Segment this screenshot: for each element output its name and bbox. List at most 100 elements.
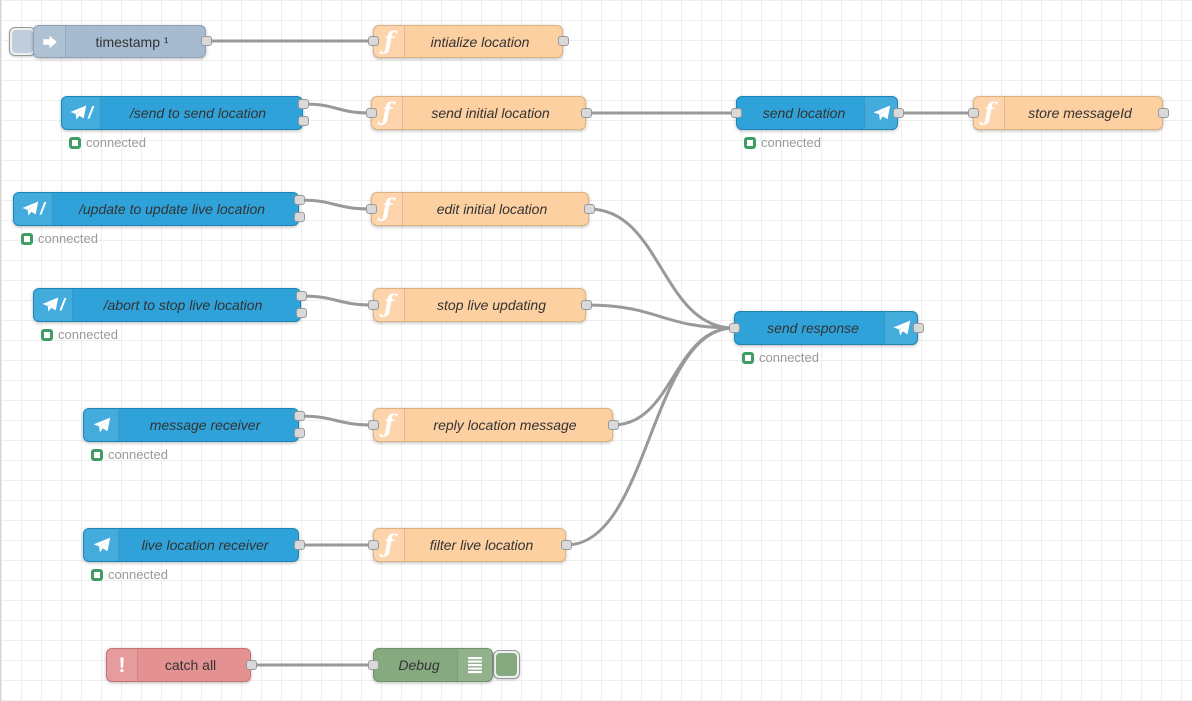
status-connected-icon [41, 328, 53, 341]
input-port[interactable] [730, 108, 742, 118]
node-telegram-sender-send-location[interactable]: send location [736, 96, 898, 130]
node-label: timestamp ¹ [95, 33, 169, 50]
node-status: connected [91, 447, 168, 462]
function-icon: ƒ [974, 97, 1005, 129]
output-port[interactable] [297, 99, 309, 109]
output-port[interactable] [912, 323, 924, 333]
output-port[interactable] [293, 411, 305, 421]
node-function-stop-live-updating[interactable]: ƒ stop live updating [373, 288, 586, 322]
node-telegram-command-send[interactable]: / /send to send location [61, 96, 303, 130]
inject-trigger-button[interactable] [9, 27, 36, 56]
node-label: send response [767, 320, 859, 336]
node-label: Debug [398, 657, 440, 673]
input-port[interactable] [728, 323, 740, 333]
output-port[interactable] [892, 108, 904, 118]
button-fill [12, 30, 33, 53]
debug-toggle-button[interactable] [493, 650, 520, 679]
wire[interactable] [564, 326, 736, 547]
paper-plane [93, 417, 110, 432]
wire[interactable] [297, 198, 373, 211]
node-telegram-receiver-message[interactable]: message receiver [83, 408, 299, 442]
exclamation-icon: ! [107, 649, 138, 681]
node-label: message receiver [149, 417, 261, 433]
wire[interactable] [611, 326, 736, 427]
paper-plane [42, 297, 59, 312]
telegram-plane-icon [84, 529, 119, 561]
node-catch-all[interactable]: !catch all [106, 648, 251, 682]
wire[interactable] [587, 207, 736, 330]
node-status: connected [744, 135, 821, 150]
output-port[interactable] [583, 204, 595, 214]
output-port[interactable] [607, 420, 619, 430]
output-port[interactable] [297, 116, 309, 126]
wire[interactable] [297, 414, 375, 427]
status-connected-icon [744, 136, 756, 149]
input-port[interactable] [367, 420, 379, 430]
output-port[interactable] [557, 36, 569, 46]
telegram-command-icon: / [34, 289, 73, 321]
output-port[interactable] [293, 212, 305, 222]
node-telegram-command-update[interactable]: //update to update live location [13, 192, 299, 226]
output-port[interactable] [580, 108, 592, 118]
status-text: connected [108, 567, 168, 582]
node-telegram-receiver-live-location[interactable]: live location receiver [83, 528, 299, 562]
node-status: connected [91, 567, 168, 582]
telegram-command-icon: / [62, 97, 101, 129]
output-port[interactable] [1157, 108, 1169, 118]
node-status: connected [69, 135, 146, 150]
status-text: connected [759, 350, 819, 365]
input-port[interactable] [365, 108, 377, 118]
input-port[interactable] [967, 108, 979, 118]
status-text: connected [86, 135, 146, 150]
button-fill [496, 653, 517, 676]
input-port[interactable] [365, 204, 377, 214]
output-port[interactable] [560, 540, 572, 550]
output-port[interactable] [295, 291, 307, 301]
node-label: send location [762, 105, 846, 121]
node-status: connected [41, 327, 118, 342]
paper-plane [893, 320, 910, 335]
wire[interactable] [299, 294, 375, 307]
node-label: /abort to stop live location [103, 297, 263, 313]
wire[interactable] [584, 303, 736, 330]
node-label: /send to send location [129, 105, 267, 121]
debug-list-icon [457, 649, 492, 681]
status-connected-icon [21, 232, 33, 245]
function-icon: ƒ [372, 97, 403, 129]
status-text: connected [761, 135, 821, 150]
output-port[interactable] [293, 195, 305, 205]
node-debug[interactable]: Debug [373, 648, 493, 682]
node-telegram-command-abort[interactable]: / /abort to stop live location [33, 288, 301, 322]
function-icon: ƒ [374, 26, 405, 57]
function-icon: ƒ [372, 193, 403, 225]
input-port[interactable] [367, 540, 379, 550]
paper-plane [22, 201, 39, 216]
status-text: connected [58, 327, 118, 342]
function-icon: ƒ [374, 289, 405, 321]
node-telegram-sender-send-response[interactable]: send response [734, 311, 918, 345]
input-port[interactable] [367, 300, 379, 310]
output-port[interactable] [580, 300, 592, 310]
wire[interactable] [301, 102, 373, 115]
input-port[interactable] [367, 36, 379, 46]
input-port[interactable] [367, 660, 379, 670]
output-port[interactable] [293, 540, 305, 550]
output-port[interactable] [295, 308, 307, 318]
output-port[interactable] [200, 36, 212, 46]
node-status: connected [21, 231, 98, 246]
node-inject-timestamp[interactable]: timestamp ¹ [33, 25, 206, 58]
output-port[interactable] [293, 428, 305, 438]
status-connected-icon [91, 568, 103, 581]
node-label: stop live updating [437, 297, 546, 313]
status-connected-icon [91, 448, 103, 461]
telegram-command-icon: / [14, 193, 53, 225]
paper-plane [873, 105, 890, 120]
output-port[interactable] [245, 660, 257, 670]
